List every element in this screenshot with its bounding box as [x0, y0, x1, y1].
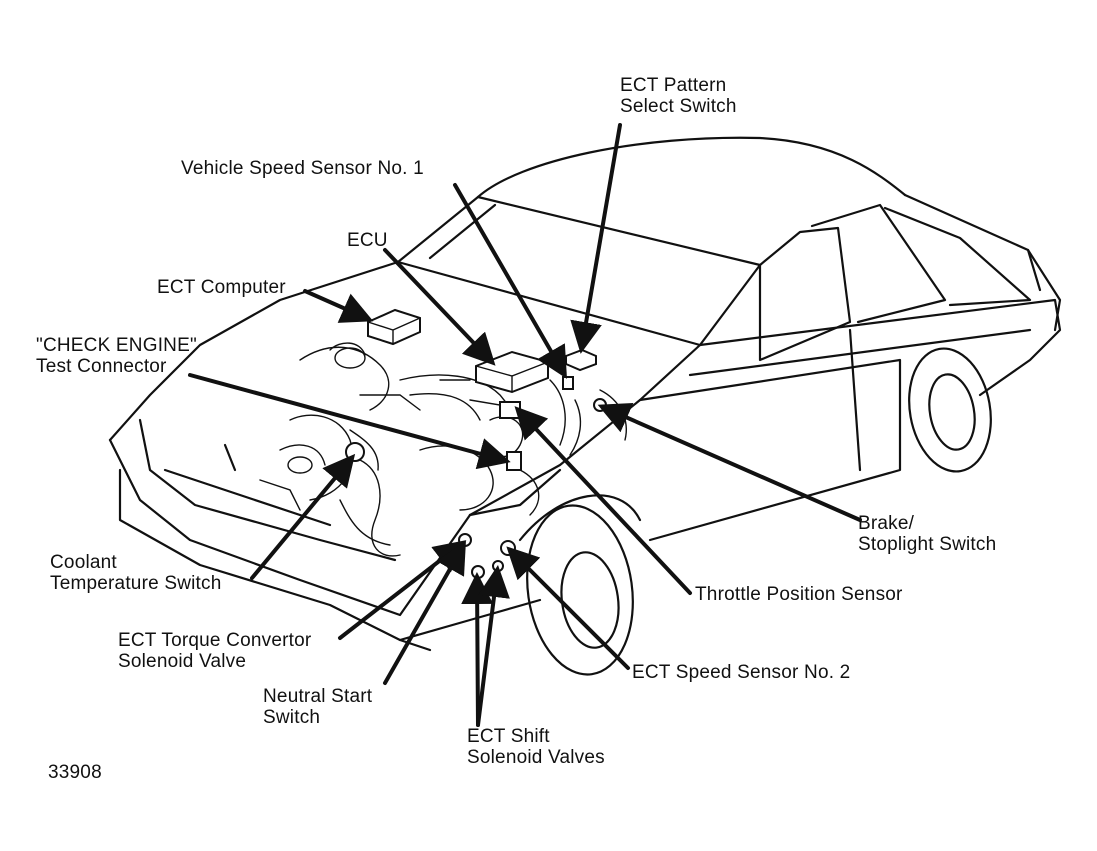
arrow-neutral-start [383, 541, 466, 685]
label-line: Test Connector [36, 356, 167, 377]
arrow-throttle [514, 406, 692, 595]
label-line: Vehicle Speed Sensor No. 1 [181, 158, 424, 179]
label-line: "CHECK ENGINE" [36, 335, 197, 356]
arrow-speed-sensor-1 [453, 183, 568, 379]
label-line: Temperature Switch [50, 573, 222, 594]
label-ect-pattern-select-switch: ECT Pattern Select Switch [620, 75, 737, 117]
label-line: ECT Torque Convertor [118, 630, 312, 651]
label-vehicle-speed-sensor-1: Vehicle Speed Sensor No. 1 [181, 158, 424, 179]
label-ecu: ECU [347, 230, 388, 251]
components [345, 308, 607, 579]
label-line: Coolant [50, 552, 117, 573]
label-neutral-start-switch: Neutral Start Switch [263, 686, 372, 728]
label-ect-computer: ECT Computer [157, 277, 286, 298]
arrow-torque-convertor [338, 540, 467, 640]
label-line: Select Switch [620, 96, 737, 117]
arrow-shift-solenoid-a [461, 572, 494, 727]
arrow-brake [597, 403, 862, 522]
arrow-shift-solenoid-b [476, 565, 510, 727]
leader-arrows [188, 123, 862, 727]
arrow-ecu [383, 248, 496, 366]
arrow-coolant [250, 453, 356, 580]
label-line: Solenoid Valves [467, 747, 605, 768]
label-line: ECT Speed Sensor No. 2 [632, 662, 851, 683]
arrow-ect-computer [303, 289, 374, 323]
label-ect-speed-sensor-2: ECT Speed Sensor No. 2 [632, 662, 850, 683]
label-line: ECU [347, 230, 388, 251]
label-line: Solenoid Valve [118, 651, 247, 672]
label-line: Stoplight Switch [858, 534, 997, 555]
label-line: ECT Computer [157, 277, 286, 298]
label-ect-torque-convertor-solenoid-valve: ECT Torque Convertor Solenoid Valve [118, 630, 311, 672]
arrow-pattern-select [570, 123, 622, 354]
arrow-check-engine [188, 373, 511, 470]
arrow-speed-sensor-2 [506, 546, 630, 670]
label-throttle-position-sensor: Throttle Position Sensor [695, 584, 903, 605]
engine-bay [259, 342, 627, 557]
label-coolant-temperature-switch: Coolant Temperature Switch [50, 552, 222, 594]
figure-number-text: 33908 [48, 762, 102, 783]
figure-number: 33908 [48, 762, 102, 783]
label-line: Throttle Position Sensor [695, 584, 903, 605]
pattern-switch [565, 348, 597, 372]
ect-computer-box [367, 308, 421, 346]
label-line: Brake/ [858, 513, 915, 534]
car-body [108, 136, 1062, 676]
label-ect-shift-solenoid-valves: ECT Shift Solenoid Valves [467, 726, 605, 768]
label-line: ECT Pattern [620, 75, 727, 96]
label-brake-stoplight-switch: Brake/ Stoplight Switch [858, 513, 996, 555]
label-line: Switch [263, 707, 321, 728]
label-check-engine-test-connector: "CHECK ENGINE" Test Connector [36, 335, 197, 377]
label-line: Neutral Start [263, 686, 373, 707]
label-line: ECT Shift [467, 726, 550, 747]
